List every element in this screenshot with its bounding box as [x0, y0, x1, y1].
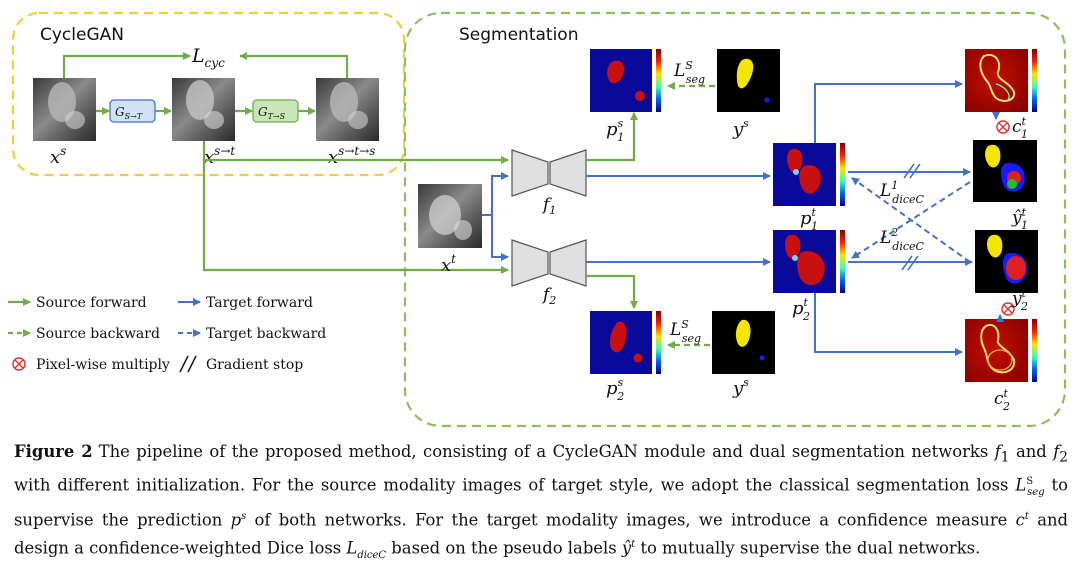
caption-label: Figure 2 — [14, 442, 93, 461]
cyclegan-box — [11, 11, 406, 177]
label-x-st: xs→t — [204, 144, 235, 168]
label-map-ys-top — [717, 49, 780, 112]
legend: Source forward Target forward Source bac… — [8, 295, 326, 373]
label-x-s: xs — [50, 144, 66, 168]
legend-multiply-icon — [12, 357, 26, 371]
image-x-t — [418, 184, 482, 248]
legend-target-backward: Target backward — [206, 326, 326, 342]
image-x-st — [172, 78, 235, 141]
label-L-cyc: Lcyc — [191, 45, 225, 70]
map-p1s — [590, 49, 661, 112]
label-f1: f1 — [541, 195, 556, 217]
map-p1t — [773, 143, 845, 206]
network-f2 — [511, 239, 587, 287]
label-ys-top: ys — [732, 117, 749, 140]
network-f1 — [511, 149, 587, 197]
segmentation-box — [403, 11, 1067, 428]
svg-text:GS→T: GS→T — [115, 105, 143, 121]
label-map-ys-bottom — [712, 311, 775, 374]
svg-text:GT→S: GT→S — [258, 105, 286, 121]
pipeline-diagram: CycleGAN Segmentation GS→T GT→S Lcyc xs … — [8, 11, 1067, 428]
map-p2s — [590, 311, 661, 374]
legend-source-forward: Source forward — [36, 295, 147, 311]
arrow-p2t-to-c2t — [814, 293, 963, 356]
gradient-stop-bottom — [901, 255, 919, 271]
legend-target-forward: Target forward — [206, 295, 313, 311]
map-p2t — [773, 230, 845, 293]
label-x-sts: xs→t→s — [328, 144, 375, 168]
cyclegan-title: CycleGAN — [40, 25, 124, 45]
multiply-icon-top — [996, 120, 1010, 134]
image-x-s — [33, 78, 96, 141]
arrow-cyc-right — [239, 52, 349, 78]
legend-gradient-stop: Gradient stop — [206, 357, 303, 373]
image-x-sts — [316, 78, 379, 141]
segmentation-title: Segmentation — [459, 25, 578, 45]
arrow-f2-to-p2s — [586, 274, 638, 309]
arrow-f1-to-p1s — [586, 112, 638, 162]
generator-s-to-t-label: G — [115, 105, 125, 119]
generator-t-to-s-label: G — [258, 105, 268, 119]
label-f2: f2 — [541, 285, 556, 307]
label-ys-bottom: ys — [732, 376, 749, 399]
legend-gradient-stop-icon — [179, 355, 197, 373]
map-y1hat — [973, 140, 1037, 202]
map-y2hat — [975, 230, 1038, 293]
arrow-y2hat-to-p1t — [851, 177, 971, 263]
gradient-stop-top — [903, 163, 921, 179]
arrow-p1t-to-c1t — [814, 80, 963, 143]
map-c1t — [965, 49, 1037, 112]
arrow-xst-to-f2 — [202, 160, 509, 274]
arrow-cyc-left — [62, 52, 191, 78]
arrow-xt-to-f2 — [491, 215, 509, 261]
label-x-t: xt — [441, 252, 456, 276]
legend-pixel-multiply: Pixel-wise multiply — [36, 357, 170, 373]
map-c2t — [965, 319, 1037, 382]
arrow-xt-to-f1 — [482, 172, 509, 216]
legend-source-backward: Source backward — [36, 326, 160, 342]
multiply-icon-bottom — [1001, 302, 1015, 316]
